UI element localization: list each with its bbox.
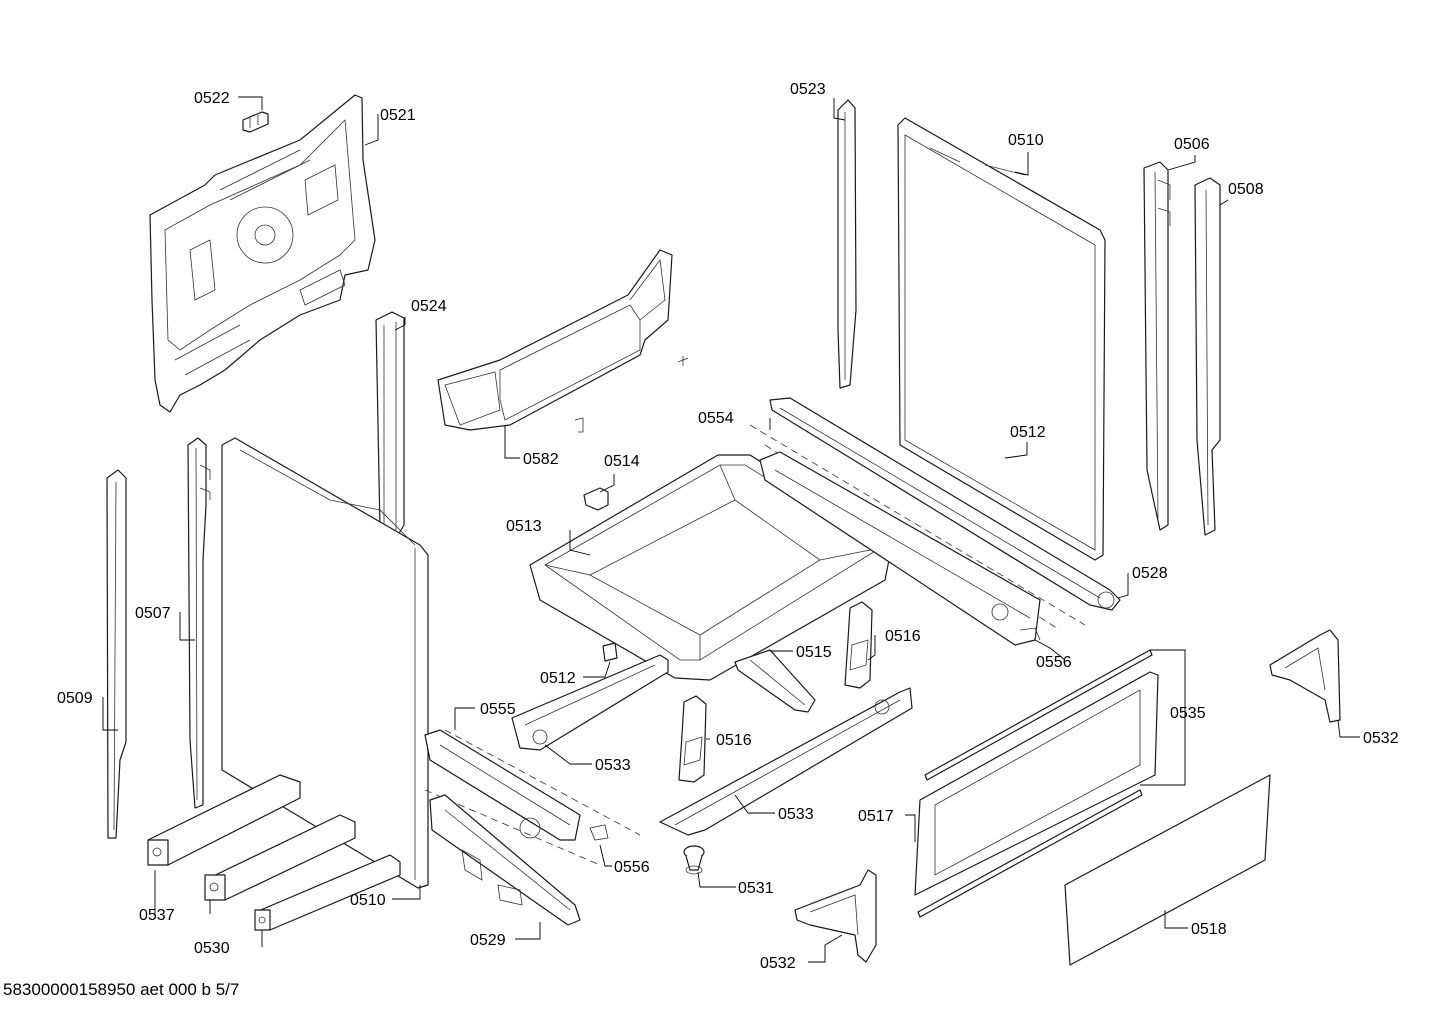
label-0533-right: 0533 [778, 806, 814, 823]
part-base-front-rail [424, 729, 641, 866]
part-0535-door-frame [914, 649, 1159, 918]
label-0522: 0522 [194, 90, 230, 107]
label-0513: 0513 [506, 518, 542, 535]
label-0512-mid: 0512 [540, 670, 576, 687]
label-0507: 0507 [135, 605, 171, 622]
part-0515-runner [734, 649, 816, 713]
label-0582: 0582 [523, 451, 559, 468]
part-0508-rail [1194, 177, 1221, 536]
label-0554: 0554 [698, 410, 734, 427]
part-0510-side-frame-top [897, 117, 1106, 561]
part-0506-rail [1143, 161, 1171, 531]
label-0523: 0523 [790, 81, 826, 98]
part-0529-rail [429, 794, 581, 926]
label-0528: 0528 [1132, 565, 1168, 582]
label-0530: 0530 [194, 940, 230, 957]
document-id-footer: 58300000158950 aet 000 b 5/7 [3, 980, 240, 999]
part-0532-bracket-bottom [794, 869, 877, 963]
label-0512-top: 0512 [1010, 424, 1046, 441]
label-0516-top: 0516 [885, 628, 921, 645]
part-0514-bracket [583, 487, 609, 511]
part-0518-glass [1064, 774, 1271, 966]
part-0524-rail [375, 311, 405, 541]
label-0521: 0521 [380, 107, 416, 124]
label-0555: 0555 [480, 701, 516, 718]
part-0530-base-bar [254, 854, 401, 931]
leader-lines [102, 96, 1360, 963]
label-0531: 0531 [738, 880, 774, 897]
label-0517: 0517 [858, 808, 894, 825]
label-0535: 0535 [1170, 705, 1206, 722]
part-0509-strip [106, 469, 127, 839]
label-0518: 0518 [1191, 921, 1227, 938]
label-0515: 0515 [796, 644, 832, 661]
part-0533-rail-right [659, 687, 913, 836]
label-0556-left: 0556 [614, 859, 650, 876]
part-0516-hinge-mid [678, 695, 707, 783]
part-0532-bracket-right [1269, 629, 1341, 723]
part-0533-rail-left [511, 654, 669, 751]
label-0509: 0509 [57, 690, 93, 707]
part-0507-strip [187, 437, 211, 809]
label-0556-right: 0556 [1036, 654, 1072, 671]
part-0516-hinge-top [844, 601, 873, 689]
label-0506: 0506 [1174, 136, 1210, 153]
part-0523-strip [837, 99, 857, 389]
part-0521-rear-panel [149, 94, 376, 413]
label-0533-left: 0533 [595, 757, 631, 774]
label-0537: 0537 [139, 907, 175, 924]
label-0510-top: 0510 [1008, 132, 1044, 149]
label-0532-right: 0532 [1363, 730, 1399, 747]
part-0522-clip [242, 111, 269, 133]
label-0532-bottom: 0532 [760, 955, 796, 972]
part-0531-foot [683, 845, 705, 875]
part-labels: 0522 0521 0523 0510 0506 0508 0524 0582 … [57, 81, 1399, 972]
label-0524: 0524 [411, 298, 447, 315]
label-0510-bottom: 0510 [350, 892, 386, 909]
part-0512-clip-mid [602, 642, 618, 662]
label-0529: 0529 [470, 932, 506, 949]
label-0514: 0514 [604, 453, 640, 470]
part-0582-control-frame [437, 249, 689, 433]
part-0537-base-bar [147, 774, 356, 901]
label-0508: 0508 [1228, 181, 1264, 198]
label-0516-mid: 0516 [716, 732, 752, 749]
